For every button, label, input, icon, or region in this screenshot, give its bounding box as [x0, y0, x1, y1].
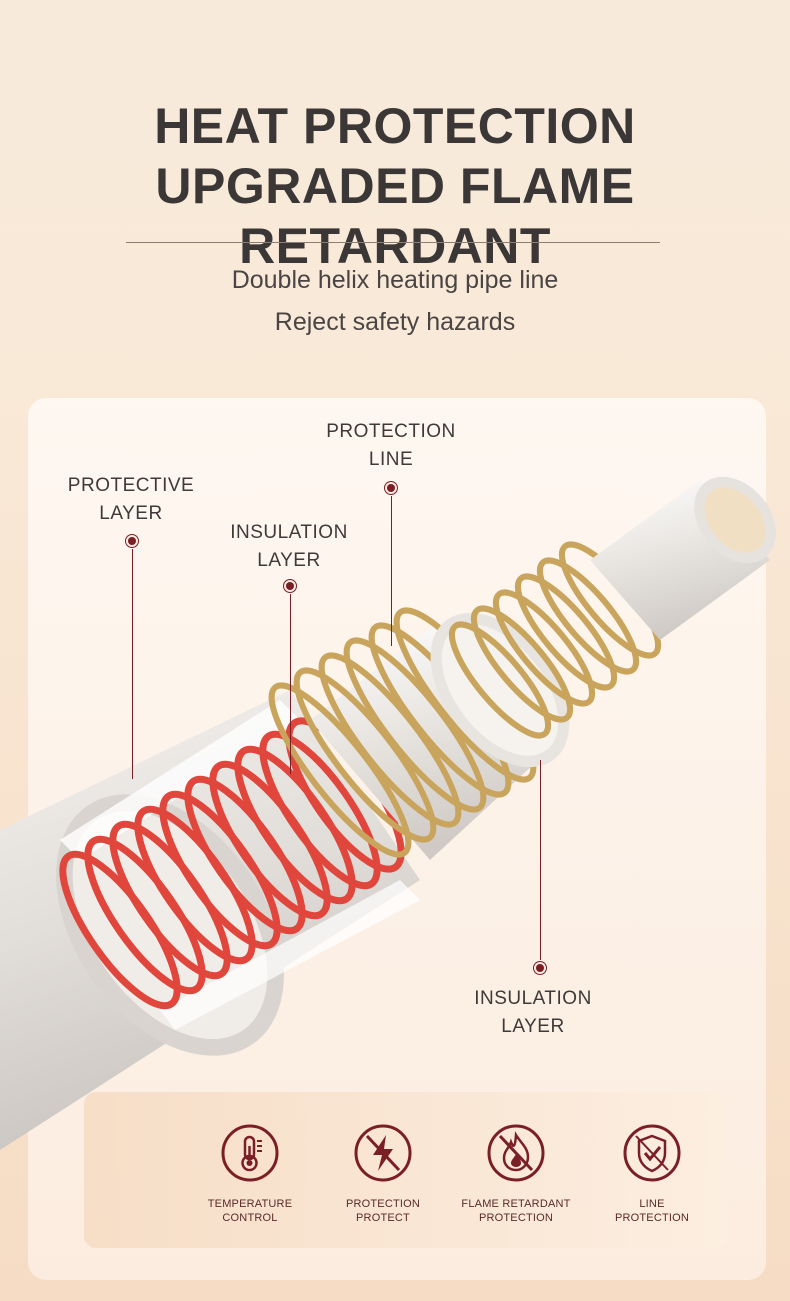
callout-dot-insulation-layer-top — [286, 582, 294, 590]
shield-check-icon — [623, 1124, 681, 1182]
headline-line-2: UPGRADED FLAME RETARDANT — [155, 158, 635, 274]
feature-label-line-2: PROTECTION — [478, 1212, 554, 1224]
callout-protection-line: PROTECTION LINE — [326, 421, 456, 470]
feature-label-line-1: LINE — [639, 1198, 665, 1210]
core-tube — [590, 476, 776, 640]
gold-helix-inner — [448, 541, 662, 739]
callout-protective-layer: PROTECTIVE LAYER — [67, 475, 195, 524]
feature-label-line-2: PROTECTION — [614, 1212, 690, 1224]
feature-label-line-2: PROTECT — [356, 1212, 410, 1224]
no-flame-icon — [487, 1124, 545, 1182]
feature-protection-protect: PROTECTION PROTECT — [313, 1124, 453, 1225]
feature-temperature-control: TEMPERATURE CONTROL — [180, 1124, 320, 1225]
subhead-line-1: Double helix heating pipe line — [231, 266, 559, 294]
subhead-line-2: Reject safety hazards — [274, 308, 516, 336]
callout-leader-protective-layer — [132, 549, 133, 779]
callout-insulation-layer-top: INSULATION LAYER — [230, 522, 348, 571]
callout-dot-insulation-layer-bottom — [536, 964, 544, 972]
feature-label-line-1: FLAME RETARDANT — [461, 1198, 571, 1210]
feature-flame-retardant-protection: FLAME RETARDANT PROTECTION — [446, 1124, 586, 1225]
callout-leader-insulation-layer-top — [290, 594, 291, 774]
headline-line-1: HEAT PROTECTION — [154, 98, 636, 154]
divider — [126, 242, 660, 243]
red-helix — [59, 717, 405, 1010]
feature-label-line-2: CONTROL — [222, 1212, 278, 1224]
callout-leader-protection-line — [391, 496, 392, 646]
callout-leader-insulation-layer-bottom — [540, 760, 541, 960]
callout-dot-protection-line — [387, 484, 395, 492]
thermometer-icon — [221, 1124, 279, 1182]
feature-bar — [84, 1092, 728, 1248]
callout-dot-protective-layer — [128, 537, 136, 545]
headline: HEAT PROTECTION UPGRADED FLAME RETARDANT — [0, 96, 790, 276]
feature-label-line-1: PROTECTION — [345, 1198, 421, 1210]
feature-line-protection: LINE PROTECTION — [582, 1124, 722, 1225]
feature-label-line-1: TEMPERATURE — [207, 1198, 293, 1210]
callout-insulation-layer-bottom: INSULATION LAYER — [474, 988, 592, 1037]
no-lightning-icon — [354, 1124, 412, 1182]
